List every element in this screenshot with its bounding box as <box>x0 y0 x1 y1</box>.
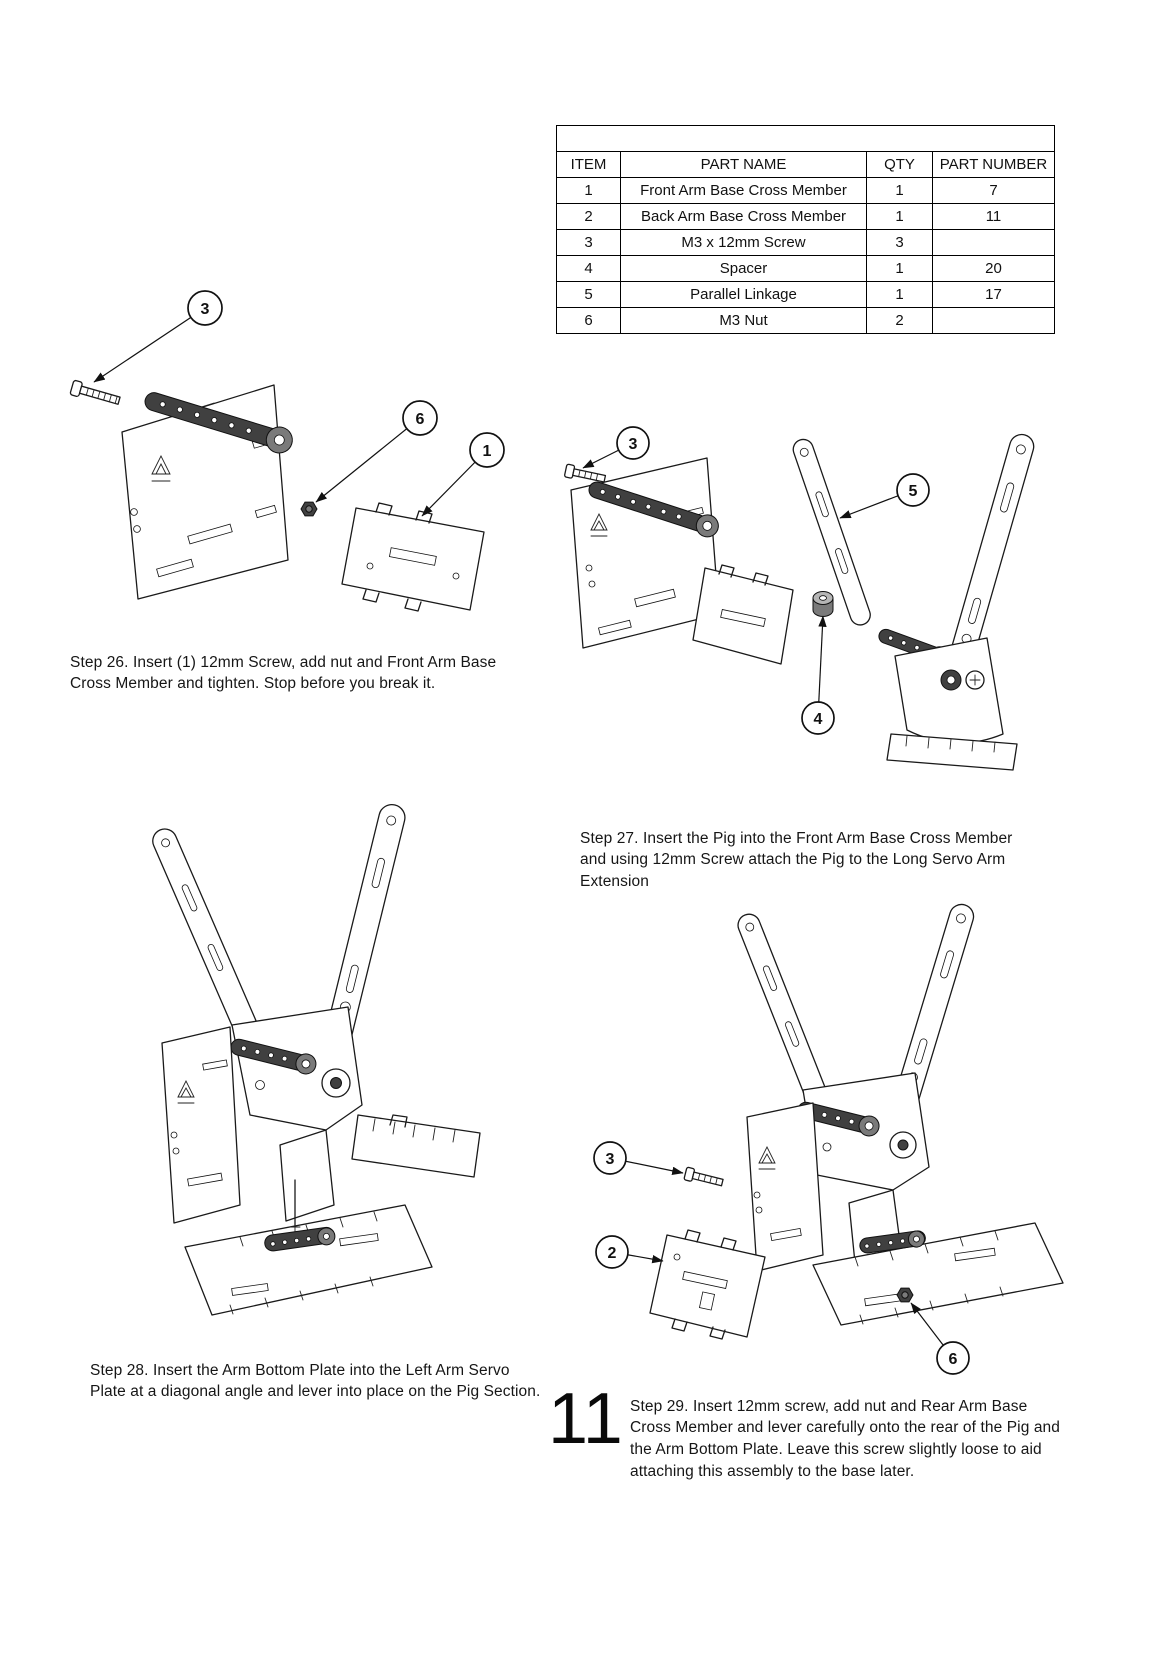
table-row: 1 Front Arm Base Cross Member 1 7 <box>556 177 1055 204</box>
pig-section-drawing <box>231 1006 363 1222</box>
table-row: 4 Spacer 1 20 <box>556 255 1055 282</box>
arm-bottom-plate-drawing <box>184 1204 433 1316</box>
nut-drawing <box>896 1287 914 1303</box>
pig-section-drawing <box>886 637 1018 771</box>
callout-balloon-5: 5 <box>839 473 930 519</box>
callout-balloon-1: 1 <box>421 432 505 517</box>
callout-balloon-4: 4 <box>801 615 835 735</box>
cell-part-name: M3 x 12mm Screw <box>620 229 867 256</box>
cell-qty: 1 <box>866 281 933 308</box>
cell-part-name: Front Arm Base Cross Member <box>620 177 867 204</box>
step-29-caption: Step 29. Insert 12mm screw, add nut and … <box>630 1397 1060 1480</box>
long-servo-arm-extension-drawing <box>946 433 1035 677</box>
arm-bottom-plate-drawing <box>812 1222 1064 1326</box>
servo-horn-drawing <box>144 392 293 454</box>
table-row: 5 Parallel Linkage 1 17 <box>556 281 1055 308</box>
spacer-drawing <box>812 591 834 617</box>
cell-item: 6 <box>556 307 621 334</box>
col-header-item: ITEM <box>556 151 621 178</box>
cell-part-number: 20 <box>932 255 1055 282</box>
table-row: 6 M3 Nut 2 <box>556 307 1055 334</box>
parallel-linkage-arm-drawing <box>152 828 262 1048</box>
servo-horn-drawing <box>230 1038 317 1075</box>
step-26-diagram: 3 6 1 <box>69 290 505 612</box>
parts-table: ITEM PART NAME QTY PART NUMBER 1 Front A… <box>556 125 1055 334</box>
cell-part-number <box>932 307 1055 334</box>
step-28-diagram <box>152 803 481 1316</box>
left-arm-servo-plate-drawing <box>161 1026 241 1224</box>
table-header-row: ITEM PART NAME QTY PART NUMBER <box>556 151 1055 178</box>
cell-item: 3 <box>556 229 621 256</box>
mearm-logo <box>758 1145 776 1170</box>
step-27-caption: Step 27. Insert the Pig into the Front A… <box>580 829 1013 890</box>
page-number: 11 <box>548 1379 623 1459</box>
col-header-part-name: PART NAME <box>620 151 867 178</box>
callout-balloon-6: 6 <box>315 400 438 503</box>
table-spacer-cell <box>556 125 1055 152</box>
cell-qty: 1 <box>866 255 933 282</box>
svg-text:1: 1 <box>483 443 492 460</box>
screw-drawing <box>683 1166 724 1187</box>
cell-part-number: 11 <box>932 203 1055 230</box>
cell-qty: 1 <box>866 177 933 204</box>
parallel-linkage-arm-drawing <box>737 913 829 1108</box>
svg-text:3: 3 <box>606 1151 615 1168</box>
right-bracket-drawing <box>351 1114 481 1178</box>
svg-text:4: 4 <box>814 711 823 728</box>
step-28-caption: Step 28. Insert the Arm Bottom Plate int… <box>90 1361 541 1401</box>
callout-balloon-6: 6 <box>910 1302 970 1375</box>
svg-text:5: 5 <box>909 483 918 500</box>
callout-balloon-2: 2 <box>595 1235 664 1269</box>
cell-part-name: Back Arm Base Cross Member <box>620 203 867 230</box>
svg-text:3: 3 <box>629 436 638 453</box>
mearm-logo <box>151 454 171 482</box>
svg-text:3: 3 <box>201 301 210 318</box>
parallel-linkage-arm-drawing <box>792 438 871 626</box>
table-spacer-row <box>556 125 1055 152</box>
table-row: 3 M3 x 12mm Screw 3 <box>556 229 1055 256</box>
cell-qty: 3 <box>866 229 933 256</box>
cell-item: 1 <box>556 177 621 204</box>
cell-part-number <box>932 229 1055 256</box>
nut-drawing <box>300 501 318 517</box>
callout-balloon-3: 3 <box>93 290 223 383</box>
screw-drawing <box>564 463 607 483</box>
cell-qty: 2 <box>866 307 933 334</box>
col-header-part-number: PART NUMBER <box>932 151 1055 178</box>
cell-part-number: 17 <box>932 281 1055 308</box>
cell-item: 2 <box>556 203 621 230</box>
col-header-qty: QTY <box>866 151 933 178</box>
front-cross-member-drawing <box>341 502 485 612</box>
step-26-caption: Step 26. Insert (1) 12mm Screw, add nut … <box>70 653 497 693</box>
callout-balloon-3: 3 <box>582 426 650 469</box>
mearm-logo <box>590 512 608 537</box>
step-27-diagram: 3 5 4 <box>564 426 1035 771</box>
cell-item: 4 <box>556 255 621 282</box>
mearm-logo <box>177 1079 195 1104</box>
screw-drawing <box>69 379 121 405</box>
cell-part-name: M3 Nut <box>620 307 867 334</box>
cell-part-number: 7 <box>932 177 1055 204</box>
cell-part-name: Parallel Linkage <box>620 281 867 308</box>
step-29-diagram: 3 2 6 <box>593 903 1064 1375</box>
svg-text:2: 2 <box>608 1245 617 1262</box>
cell-item: 5 <box>556 281 621 308</box>
table-row: 2 Back Arm Base Cross Member 1 11 <box>556 203 1055 230</box>
svg-text:6: 6 <box>949 1351 958 1368</box>
svg-text:6: 6 <box>416 411 425 428</box>
servo-horn-drawing <box>588 481 719 538</box>
cell-part-name: Spacer <box>620 255 867 282</box>
back-cross-member-drawing <box>649 1229 766 1340</box>
left-arm-servo-plate-drawing <box>746 1102 824 1272</box>
front-cross-member-attached <box>692 564 794 665</box>
cell-qty: 1 <box>866 203 933 230</box>
callout-balloon-3: 3 <box>593 1141 684 1175</box>
